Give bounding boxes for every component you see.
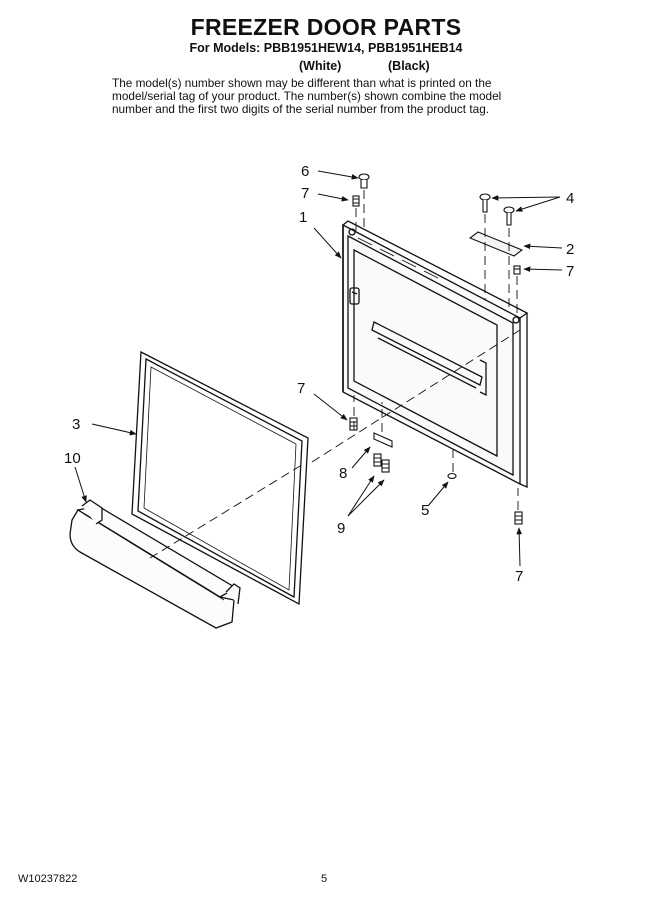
leader-arrows — [74, 170, 563, 567]
door-gasket — [131, 350, 309, 606]
model-numbers: For Models: PBB1951HEW14, PBB1951HEB14 — [189, 41, 463, 55]
callout-7: 7 — [297, 380, 305, 397]
callout-2: 2 — [566, 241, 574, 258]
callout-1: 1 — [299, 209, 307, 226]
page-title: FREEZER DOOR PARTS — [190, 14, 462, 40]
color-black: (Black) — [388, 59, 430, 73]
callout-7: 7 — [301, 185, 309, 202]
document-id: W10237822 — [18, 873, 78, 885]
callout-4: 4 — [566, 190, 574, 207]
screw-parts — [349, 173, 523, 525]
callout-8: 8 — [339, 465, 347, 482]
callout-7: 7 — [515, 568, 523, 585]
callout-9: 9 — [337, 520, 345, 537]
note-line: number and the first two digits of the s… — [112, 102, 490, 116]
alignment-lines — [149, 190, 521, 559]
callout-labels: 6 7 1 4 2 7 7 3 10 8 5 9 7 — [64, 163, 574, 585]
note-line: The model(s) number shown may be differe… — [112, 76, 492, 90]
page-number: 5 — [321, 873, 328, 885]
callout-6: 6 — [301, 163, 309, 180]
color-variants: (White) (Black) — [0, 59, 652, 75]
color-white: (White) — [299, 59, 342, 73]
model-note: The model(s) number shown may be differe… — [112, 77, 542, 116]
door-shelf-bin — [69, 499, 241, 629]
callout-5: 5 — [421, 502, 429, 519]
freezer-door — [342, 220, 529, 488]
callout-10: 10 — [64, 450, 81, 467]
callout-3: 3 — [72, 416, 80, 433]
trim-plate — [468, 231, 524, 257]
note-line: model/serial tag of your product. The nu… — [112, 89, 502, 103]
callout-7: 7 — [566, 263, 574, 280]
